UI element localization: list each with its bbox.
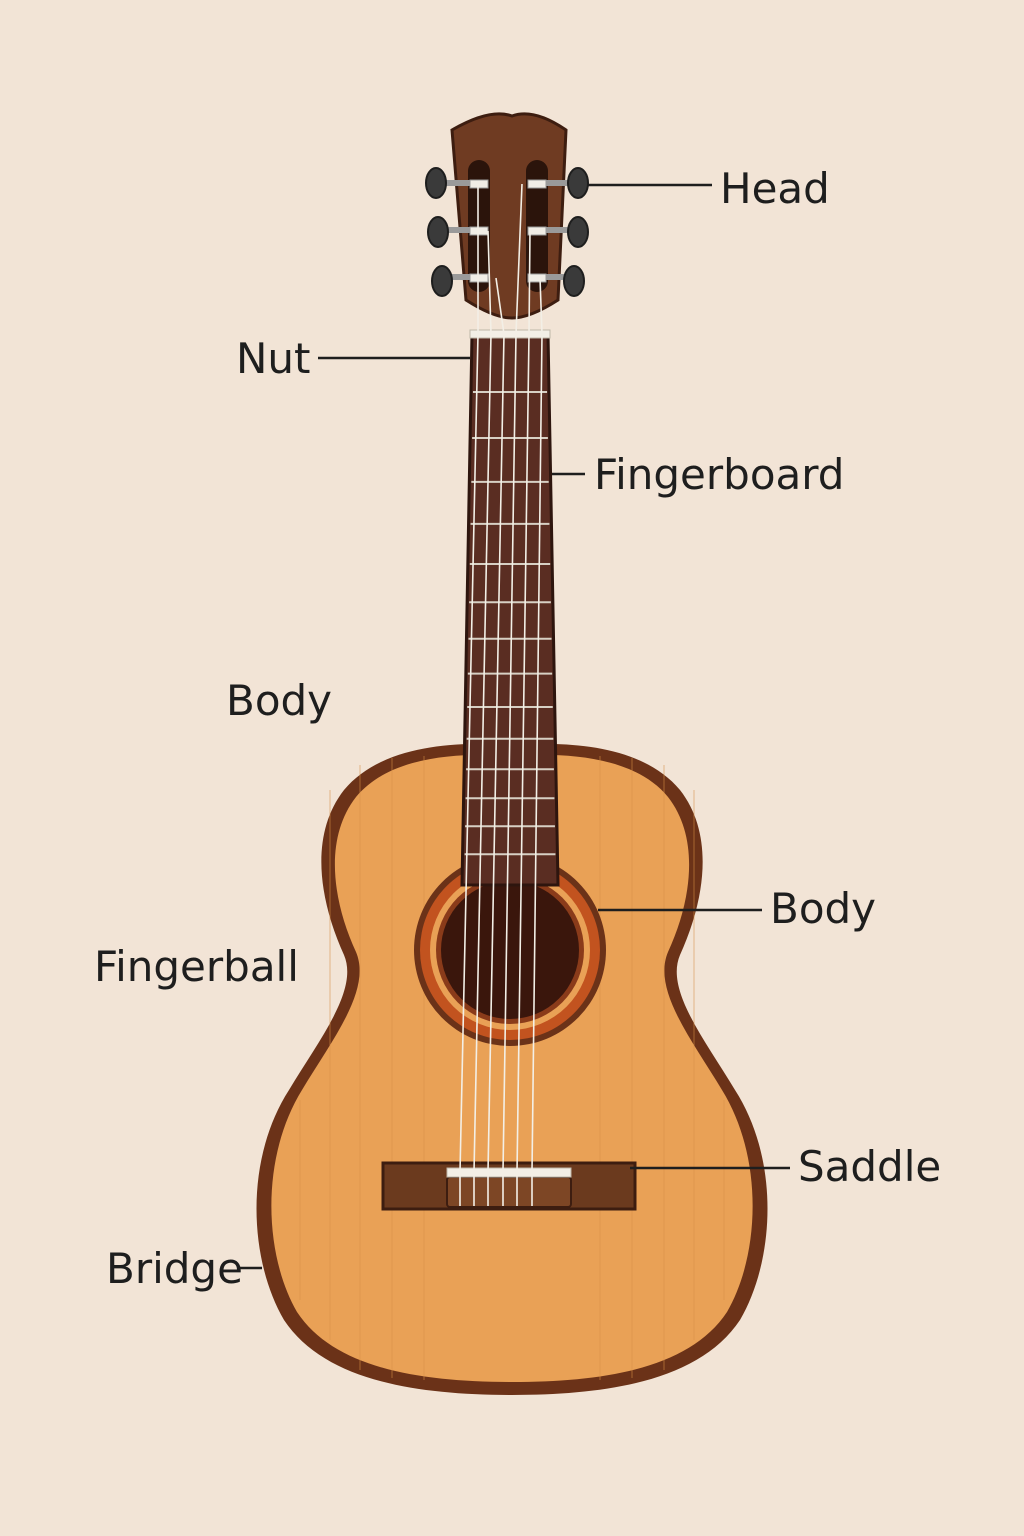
label-bridge: Bridge: [106, 1244, 243, 1293]
headstock-slot-left: [468, 160, 490, 292]
wood-grain: [299, 756, 725, 1380]
tuner-rollers: [469, 179, 547, 283]
string: [487, 277, 505, 1206]
nut-piece: [469, 329, 551, 339]
soundhole: [441, 881, 579, 1019]
string: [531, 277, 543, 1206]
label-nut: Nut: [236, 334, 311, 383]
label-head: Head: [720, 164, 830, 213]
tie-block: [446, 1176, 572, 1208]
string: [459, 184, 479, 1206]
saddle-piece: [446, 1167, 572, 1178]
leader-lines: [240, 183, 790, 1270]
string: [473, 230, 492, 1206]
tuner-shafts: [440, 180, 576, 280]
label-saddle: Saddle: [798, 1142, 942, 1191]
label-fingerboard: Fingerboard: [594, 450, 845, 499]
headstock-slot-right: [526, 160, 548, 292]
string: [516, 230, 531, 1206]
strings: [459, 183, 543, 1206]
label-body-upper: Body: [226, 676, 333, 725]
string: [502, 183, 523, 1206]
label-body-right: Body: [770, 884, 877, 933]
label-fingerball: Fingerball: [94, 942, 299, 991]
tuning-pegs: [425, 167, 589, 297]
